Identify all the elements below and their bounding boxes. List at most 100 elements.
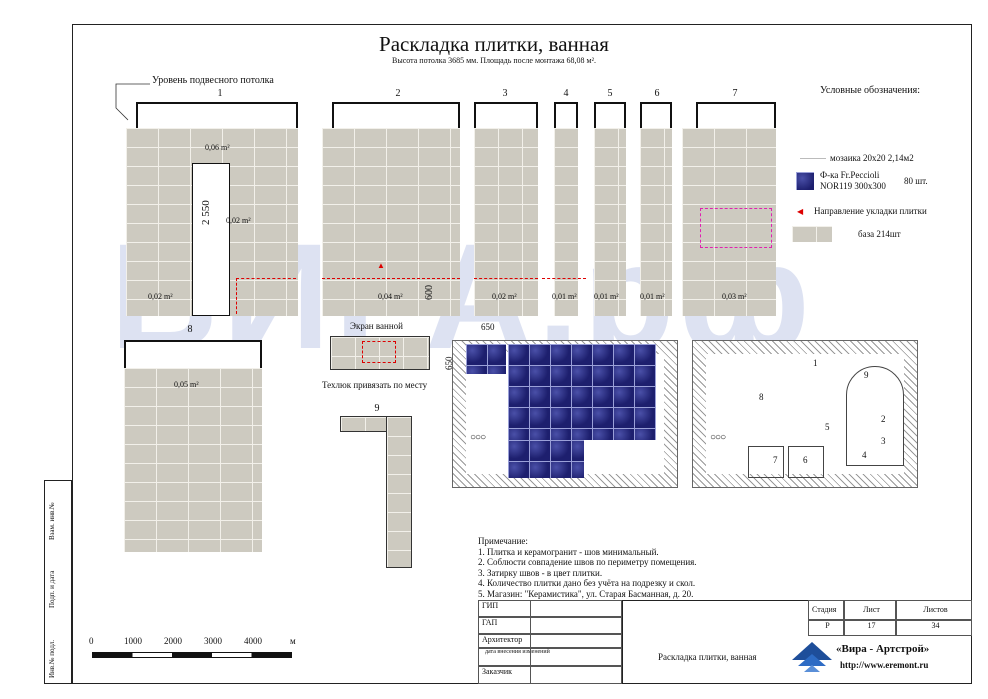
legend-tile-name-2: NOR119 300х300: [820, 181, 886, 191]
elevation-number: 6: [654, 88, 660, 99]
callout-6: 6: [803, 455, 808, 465]
legend-direction-label: Направление укладки плитки: [814, 206, 927, 216]
elevation-number: 1: [217, 88, 223, 99]
mosaic-area: [466, 344, 506, 374]
page-subtitle: Высота потолка 3685 мм. Площадь после мо…: [392, 56, 596, 65]
legend-tile-count: 80 шт.: [904, 176, 928, 186]
direction-line: [236, 278, 296, 279]
elevation-number: 4: [563, 88, 569, 99]
callout-2: 2: [881, 414, 886, 424]
area-label: 0,01 m²: [594, 292, 619, 301]
role-changes-date: дата внесения изменений: [478, 648, 622, 666]
divider: [530, 600, 531, 684]
scale-unit: м: [290, 636, 296, 646]
legend-tile-swatch: [796, 172, 814, 190]
mosaic-area: [508, 344, 656, 440]
elevation-1-opening: [192, 163, 230, 316]
hatch-outline: [362, 341, 396, 363]
sheets-value: 34: [896, 620, 972, 636]
callout-3: 3: [881, 436, 886, 446]
legend-title: Условные обозначения:: [820, 85, 921, 96]
direction-line: [474, 278, 538, 279]
area-label: 0,02 m²: [148, 292, 173, 301]
elevation-7-tiles: [682, 128, 776, 316]
bath-screen-label: Экран ванной: [350, 321, 403, 331]
callout-7: 7: [773, 455, 778, 465]
legend-mosaic-line: [800, 158, 826, 159]
dimension-vertical: 600: [424, 285, 435, 300]
plan-dim-width: 650: [481, 322, 495, 332]
direction-line: [542, 278, 586, 279]
area-label: 0,05 m²: [174, 380, 199, 389]
drain-icon: ○○○: [470, 432, 486, 443]
notes-heading: Примечание:: [478, 536, 528, 546]
fixture-7: [748, 446, 784, 478]
area-label: 0,02 m²: [492, 292, 517, 301]
notes-block: Примечание: 1. Плитка и керамогранит - ш…: [478, 536, 697, 599]
dimension-vertical: 2 550: [200, 200, 212, 225]
role-gip: ГИП: [478, 600, 622, 617]
company-url[interactable]: http://www.eremont.ru: [840, 660, 929, 670]
area-label: 0,02 m²: [226, 216, 251, 225]
callout-5: 5: [825, 422, 830, 432]
elevation-6-tiles: [640, 128, 672, 316]
area-label: 0,06 m²: [205, 143, 230, 152]
shower-area: [846, 366, 904, 466]
scale-tick: 2000: [164, 636, 182, 646]
side-stamp-label: Подп. и дата: [48, 570, 56, 608]
role-client: Заказчик: [478, 666, 622, 684]
elevation-5-tiles: [594, 128, 626, 316]
company-logo-icon: [792, 642, 832, 672]
elevation-8-tiles: [124, 368, 262, 552]
callout-1: 1: [813, 358, 818, 368]
elevation-4-tiles: [554, 128, 578, 316]
stage-value: Р: [808, 620, 844, 636]
callout-8: 8: [759, 392, 764, 402]
company-name: «Вира - Артстрой»: [836, 643, 930, 655]
role-architect: Архитектор: [478, 634, 622, 648]
hatch-label: Техлюк привязать по месту: [322, 380, 428, 390]
mosaic-area: [508, 440, 584, 478]
sheet-label: Лист: [844, 600, 896, 620]
elevation-number: 5: [607, 88, 613, 99]
stage-label: Стадия: [808, 600, 844, 620]
note-item: 1. Плитка и керамогранит - шов минимальн…: [478, 546, 659, 557]
page-title: Раскладка плитки, ванная: [379, 32, 609, 56]
role-gap: ГАП: [478, 617, 622, 634]
fixture-6: [788, 446, 824, 478]
scale-tick: 4000: [244, 636, 262, 646]
elevation-number: 3: [502, 88, 508, 99]
side-stamp-label: Инв.№ подл.: [48, 639, 56, 678]
elevation-number: 9: [374, 403, 380, 414]
note-item: 3. Затирку швов - в цвет плитки.: [478, 567, 603, 578]
direction-line: [322, 278, 460, 279]
sheet-title: Раскладка плитки, ванная: [658, 652, 757, 662]
ceiling-leader-line: [115, 83, 150, 121]
direction-arrow-icon: ▲: [377, 261, 385, 270]
divider: [622, 600, 623, 684]
side-stamp-label: Взам. инв.№: [48, 502, 56, 540]
area-label: 0,04 m²: [378, 292, 403, 301]
area-label: 0,01 m²: [640, 292, 665, 301]
direction-line: [236, 278, 237, 314]
area-label: 0,01 m²: [552, 292, 577, 301]
direction-arrow-icon: ◀: [797, 207, 804, 216]
scale-bar: [92, 652, 292, 658]
note-item: 4. Количество плитки дано без учёта на п…: [478, 578, 696, 588]
legend-base-label: база 214шт: [858, 229, 901, 239]
bath-screen: [330, 336, 430, 370]
scale-tick: 0: [89, 636, 94, 646]
elevation-number: 2: [395, 88, 401, 99]
legend-base-swatch: [792, 226, 832, 242]
sheet-value: 17: [844, 620, 896, 636]
drain-icon: ○○○: [710, 432, 726, 443]
niche-outline: [700, 208, 772, 248]
elevation-number: 7: [732, 88, 738, 99]
elevation-2-tiles: [322, 128, 460, 316]
scale-tick: 1000: [124, 636, 142, 646]
scale-tick: 3000: [204, 636, 222, 646]
legend-mosaic-label: мозаика 20х20 2,14м2: [830, 153, 914, 163]
area-label: 0,03 m²: [722, 292, 747, 301]
note-item: 5. Магазин: "Керамистика", ул. Старая Ба…: [478, 588, 694, 599]
callout-9: 9: [864, 370, 869, 380]
